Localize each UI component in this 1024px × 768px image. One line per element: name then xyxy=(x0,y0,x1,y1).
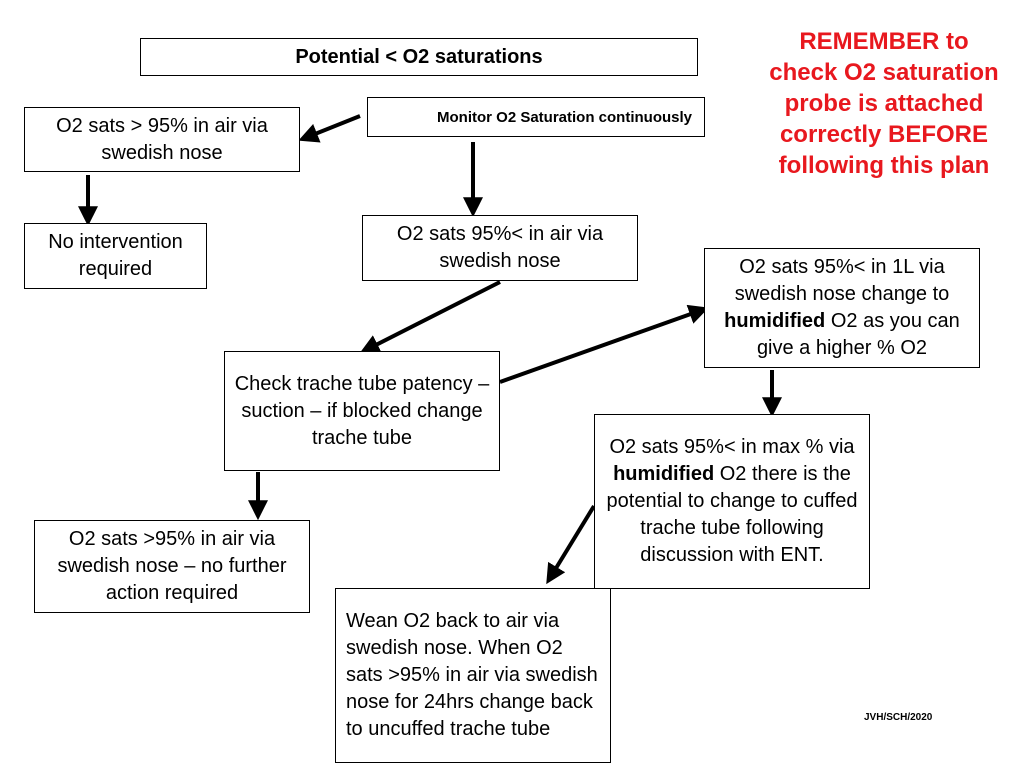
reminder-text: REMEMBER to check O2 saturation probe is… xyxy=(769,28,999,179)
page-title: Potential < O2 saturations xyxy=(295,45,543,68)
humidified-label-after: O2 as you can give a higher % O2 xyxy=(756,310,960,359)
above-air-label: O2 sats > 95% in air via swedish nose xyxy=(56,114,268,164)
above-no-action-label: O2 sats >95% in air via swedish nose – n… xyxy=(57,528,287,604)
above-no-action-box: O2 sats >95% in air via swedish nose – n… xyxy=(34,520,310,613)
max-humidified-box: O2 sats 95%< in max % via humidified O2 … xyxy=(594,414,870,589)
credit-text: JVH/SCH/2020 xyxy=(864,712,933,723)
humidified-label-before: O2 sats 95%< in 1L via swedish nose chan… xyxy=(734,256,950,305)
humidified-label-bold: humidified xyxy=(724,310,826,332)
arrow-check-tube-to-humidified xyxy=(499,304,709,384)
wean-box: Wean O2 back to air via swedish nose. Wh… xyxy=(335,588,611,763)
no-intervention-box: No intervention required xyxy=(24,223,207,289)
arrow-below-air-to-check-tube xyxy=(359,280,501,354)
below-air-label: O2 sats 95%< in air via swedish nose xyxy=(396,223,604,272)
max-humidified-label-after: O2 there is the potential to change to c… xyxy=(606,463,858,566)
humidified-box: O2 sats 95%< in 1L via swedish nose chan… xyxy=(704,248,980,368)
title-box: Potential < O2 saturations xyxy=(140,38,698,76)
no-intervention-label: No intervention required xyxy=(48,231,183,280)
monitor-box: Monitor O2 Saturation continuously xyxy=(367,97,705,137)
wean-label: Wean O2 back to air via swedish nose. Wh… xyxy=(346,610,598,740)
humidified-label: O2 sats 95%< in 1L via swedish nose chan… xyxy=(713,254,971,362)
arrow-max-to-wean xyxy=(546,504,596,585)
arrow-monitor-to-above-air xyxy=(298,114,361,143)
max-humidified-label-bold: humidified xyxy=(613,463,715,485)
below-air-box: O2 sats 95%< in air via swedish nose xyxy=(362,215,638,281)
max-humidified-label: O2 sats 95%< in max % via humidified O2 … xyxy=(603,434,861,569)
above-air-box: O2 sats > 95% in air via swedish nose xyxy=(24,107,300,172)
monitor-label: Monitor O2 Saturation continuously xyxy=(437,108,692,126)
check-tube-label: Check trache tube patency – suction – if… xyxy=(234,372,490,449)
check-tube-box: Check trache tube patency – suction – if… xyxy=(224,351,500,471)
max-humidified-label-before: O2 sats 95%< in max % via xyxy=(609,436,855,458)
